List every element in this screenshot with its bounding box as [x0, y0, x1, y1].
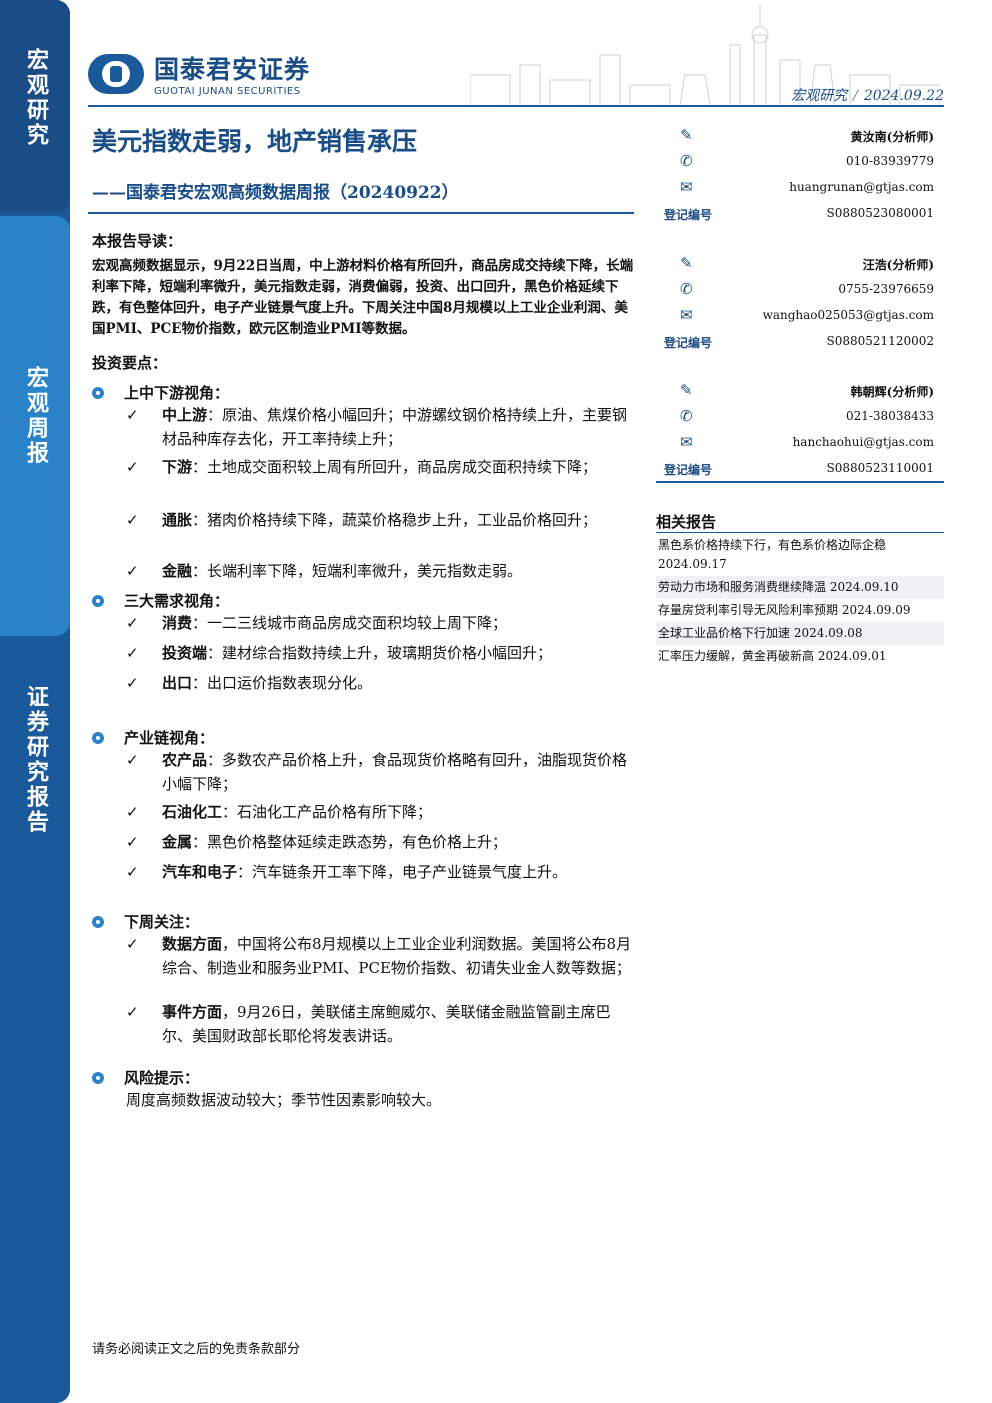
analyst-name: 韩朝辉(分析师) — [850, 385, 934, 399]
analyst-card: ✎ 汪浩(分析师) ✆ 0755-23976659 ✉ wanghao025053@g… — [656, 252, 944, 356]
phone-icon: ✆ — [680, 407, 693, 425]
list-item: ✓消费：一二三线城市商品房成交面积均较上周下降； — [126, 611, 634, 635]
analyst-card: ✎ 韩朝辉(分析师) ✆ 021-38038433 ✉ hanchaohui@gtja… — [656, 379, 944, 483]
check-icon: ✓ — [126, 803, 139, 821]
mail-icon: ✉ — [680, 433, 693, 451]
related-heading: 相关报告 — [656, 513, 717, 531]
section-heading: 上中下游视角： — [92, 382, 229, 403]
risk-text: 周度高频数据波动较大；季节性因素影响较大。 — [126, 1091, 442, 1109]
logo-mark-icon — [88, 53, 144, 94]
bullet-icon — [92, 1071, 104, 1084]
check-icon: ✓ — [126, 458, 139, 476]
check-icon: ✓ — [126, 833, 139, 851]
analyst-card: ✎ 黄汝南(分析师) ✆ 010-83939779 ✉ huangrunan@gtja… — [656, 124, 944, 228]
analyst-divider — [656, 481, 944, 483]
related-list: 黑色系价格持续下行，有色系价格边际企稳 2024.09.17 劳动力市场和服务消… — [656, 534, 944, 668]
phone-icon: ✆ — [680, 280, 693, 298]
related-divider — [656, 532, 944, 533]
reg-label: 登记编号 — [664, 208, 713, 222]
points-heading: 投资要点： — [92, 354, 168, 372]
sidebar-section-macro-research: 宏观研究 — [0, 0, 70, 212]
list-item: ✓农产品：多数农产品价格上升，食品现货价格略有回升，油脂现货价格小幅下降； — [126, 748, 634, 796]
mail-icon: ✉ — [680, 306, 693, 324]
title-divider — [88, 212, 634, 214]
check-icon: ✓ — [126, 614, 139, 632]
analyst-email[interactable]: wanghao025053@gtjas.com — [762, 308, 934, 322]
bullet-icon — [92, 915, 104, 928]
check-icon: ✓ — [126, 674, 139, 692]
guide-text: 宏观高频数据显示，9月22日当周，中上游材料价格有所回升，商品房成交持续下降，长… — [92, 258, 634, 337]
check-icon: ✓ — [126, 751, 139, 769]
analyst-reg: S0880521120002 — [826, 334, 934, 348]
check-icon: ✓ — [126, 644, 139, 662]
list-item: ✓投资端：建材综合指数持续上升，玻璃期货价格小幅回升； — [126, 641, 634, 665]
report-title: 美元指数走弱，地产销售承压 — [92, 127, 418, 156]
section-heading: 风险提示： — [92, 1067, 199, 1088]
list-item: ✓通胀：猪肉价格持续下降，蔬菜价格稳步上升，工业品价格回升； — [126, 508, 634, 532]
list-item: ✓事件方面，9月26日，美联储主席鲍威尔、美联储金融监管副主席巴尔、美国财政部长… — [126, 1000, 634, 1048]
report-date: 2024.09.22 — [863, 88, 944, 104]
list-item: ✓数据方面，中国将公布8月规模以上工业企业利润数据。美国将公布8月综合、制造业和… — [126, 932, 634, 980]
city-skyline-icon — [470, 5, 940, 105]
related-item[interactable]: 黑色系价格持续下行，有色系价格边际企稳 2024.09.17 — [656, 534, 944, 576]
analyst-name: 黄汝南(分析师) — [850, 130, 934, 144]
related-item[interactable]: 存量房贷利率引导无风险利率预期 2024.09.09 — [656, 599, 944, 622]
analyst-reg: S0880523080001 — [826, 206, 934, 220]
header-divider — [88, 105, 944, 107]
analyst-phone: 0755-23976659 — [838, 282, 934, 296]
logo-chinese-name: 国泰君安证券 — [154, 55, 311, 84]
check-icon: ✓ — [126, 863, 139, 881]
list-item: ✓出口：出口运价指数表现分化。 — [126, 671, 634, 695]
category-label: 宏观研究 — [791, 88, 848, 104]
list-item: ✓中上游：原油、焦煤价格小幅回升；中游螺纹钢价格持续上升，主要钢材品种库存去化，… — [126, 403, 634, 451]
sidebar-section-securities-report: 证券研究报告 — [0, 640, 70, 1403]
left-sidebar: 宏观研究 宏观周报 证券研究报告 — [0, 0, 70, 1403]
section-heading: 产业链视角： — [92, 727, 214, 748]
analyst-name: 汪浩(分析师) — [862, 258, 934, 272]
guide-heading: 本报告导读： — [92, 232, 183, 250]
header-category-date: 宏观研究/2024.09.22 — [791, 88, 944, 104]
list-item: ✓金属：黑色价格整体延续走跌态势，有色价格上升； — [126, 830, 634, 854]
list-item: ✓下游：土地成交面积较上周有所回升，商品房成交面积持续下降； — [126, 455, 634, 479]
reg-label: 登记编号 — [664, 336, 713, 350]
bullet-icon — [92, 731, 104, 744]
check-icon: ✓ — [126, 1003, 139, 1021]
analyst-email[interactable]: huangrunan@gtjas.com — [789, 180, 934, 194]
report-subtitle: ——国泰君安宏观高频数据周报（20240922） — [92, 183, 459, 203]
phone-icon: ✆ — [680, 152, 693, 170]
logo-english-name: GUOTAI JUNAN SECURITIES — [154, 86, 301, 97]
disclaimer-footer: 请务必阅读正文之后的免责条款部分 — [92, 1342, 301, 1357]
sidebar-section-macro-weekly: 宏观周报 — [0, 216, 70, 636]
company-logo: 国泰君安证券 GUOTAI JUNAN SECURITIES — [88, 50, 310, 97]
section-heading: 下周关注： — [92, 911, 199, 932]
analyst-email[interactable]: hanchaohui@gtjas.com — [792, 435, 934, 449]
list-item: ✓石油化工：石油化工产品价格有所下降； — [126, 800, 634, 824]
bullet-icon — [92, 386, 104, 399]
check-icon: ✓ — [126, 511, 139, 529]
pen-icon: ✎ — [680, 126, 693, 144]
check-icon: ✓ — [126, 562, 139, 580]
reg-label: 登记编号 — [664, 463, 713, 477]
bullet-icon — [92, 594, 104, 607]
section-heading: 三大需求视角： — [92, 590, 229, 611]
list-item: ✓汽车和电子：汽车链条开工率下降，电子产业链景气度上升。 — [126, 860, 634, 884]
related-item[interactable]: 劳动力市场和服务消费继续降温 2024.09.10 — [656, 576, 944, 599]
check-icon: ✓ — [126, 935, 139, 953]
analyst-reg: S0880523110001 — [826, 461, 934, 475]
mail-icon: ✉ — [680, 178, 693, 196]
analyst-phone: 021-38038433 — [845, 409, 934, 423]
list-item: ✓金融：长端利率下降，短端利率微升，美元指数走弱。 — [126, 559, 634, 583]
pen-icon: ✎ — [680, 381, 693, 399]
related-item[interactable]: 全球工业品价格下行加速 2024.09.08 — [656, 622, 944, 645]
pen-icon: ✎ — [680, 254, 693, 272]
related-item[interactable]: 汇率压力缓解，黄金再破新高 2024.09.01 — [656, 645, 944, 668]
check-icon: ✓ — [126, 406, 139, 424]
analyst-phone: 010-83939779 — [845, 154, 934, 168]
